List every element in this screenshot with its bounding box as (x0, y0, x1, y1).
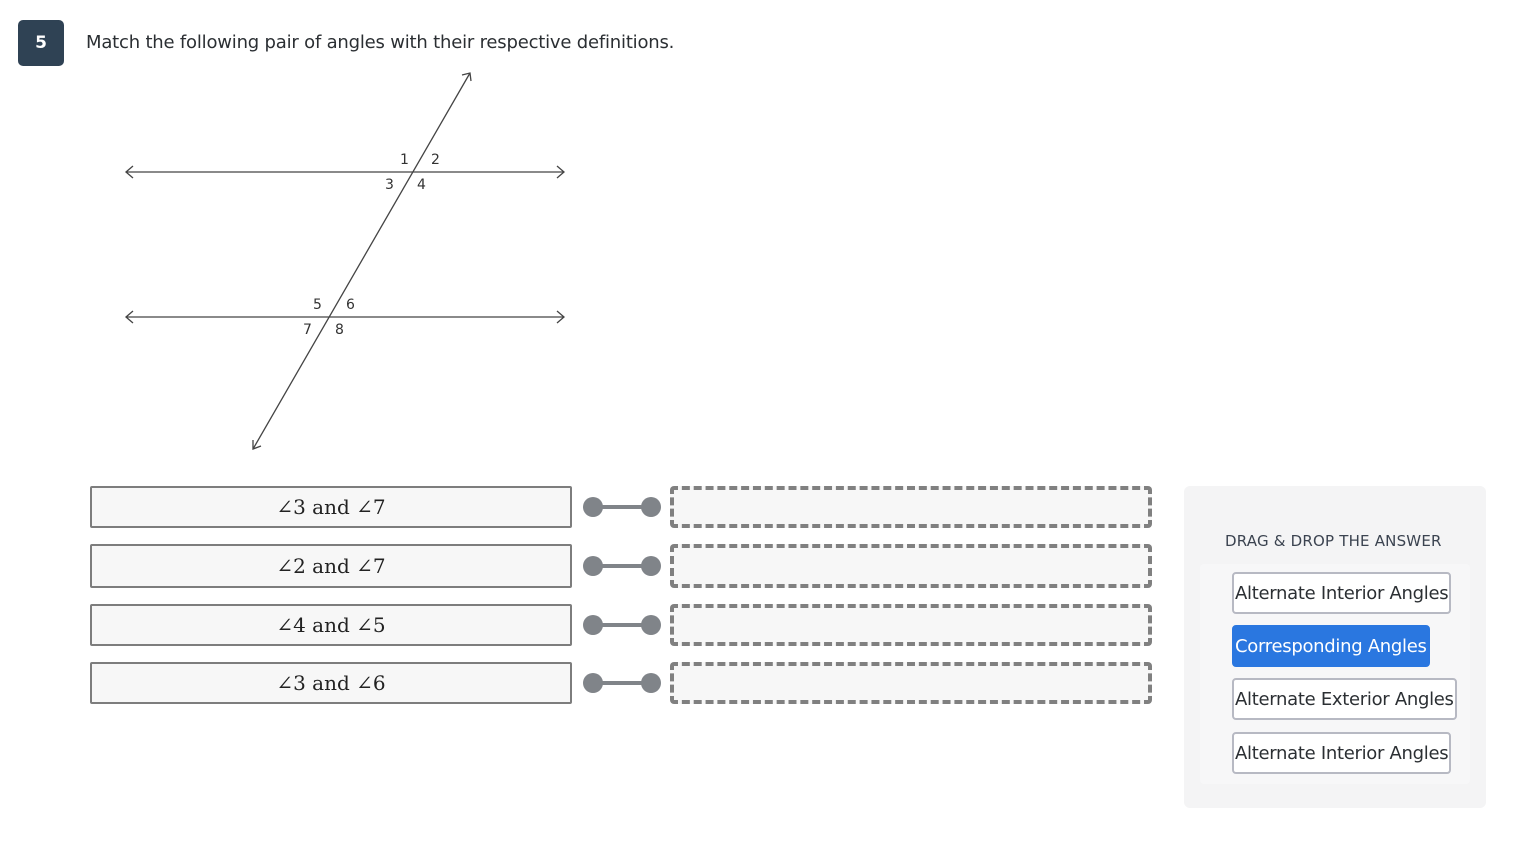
answer-panel-title: DRAG & DROP THE ANSWER (1225, 532, 1442, 550)
premise-item: ∠4 and ∠5 (90, 604, 572, 646)
angle-label-2: 2 (431, 152, 440, 168)
arrow-left-top-icon (125, 165, 134, 179)
drop-zone-1[interactable] (670, 486, 1152, 528)
premise-item: ∠3 and ∠7 (90, 486, 572, 528)
angle-label-1: 1 (400, 152, 409, 168)
drop-zone-2[interactable] (670, 544, 1152, 588)
connector-icon (583, 615, 661, 635)
premise-item: ∠2 and ∠7 (90, 544, 572, 588)
answer-option-corresponding[interactable]: Corresponding Angles (1232, 625, 1430, 667)
connector-icon (583, 497, 661, 517)
arrow-right-top-icon (556, 165, 565, 179)
connector-icon (583, 556, 661, 576)
angle-label-8: 8 (335, 322, 344, 338)
answer-option-alternate-exterior[interactable]: Alternate Exterior Angles (1232, 678, 1457, 720)
arrow-top-transversal-icon (461, 72, 472, 82)
drop-zone-4[interactable] (670, 662, 1152, 704)
arrow-left-bottom-icon (125, 310, 134, 324)
question-number-badge: 5 (18, 20, 64, 66)
answer-option-alternate-interior[interactable]: Alternate Interior Angles (1232, 572, 1452, 614)
arrow-bottom-transversal-icon (252, 440, 262, 450)
angle-label-7: 7 (303, 322, 312, 338)
question-prompt: Match the following pair of angles with … (86, 32, 675, 53)
transversal-line (252, 72, 471, 450)
premise-item: ∠3 and ∠6 (90, 662, 572, 704)
parallel-lines-transversal-diagram: 1 2 3 4 5 6 7 8 (125, 72, 565, 450)
angle-label-6: 6 (346, 297, 355, 313)
arrow-right-bottom-icon (556, 310, 565, 324)
angle-label-4: 4 (417, 177, 426, 193)
angle-label-3: 3 (385, 177, 394, 193)
drop-zone-3[interactable] (670, 604, 1152, 646)
answer-option-alternate-interior-2[interactable]: Alternate Interior Angles (1232, 732, 1452, 774)
connector-icon (583, 673, 661, 693)
angle-label-5: 5 (313, 297, 322, 313)
